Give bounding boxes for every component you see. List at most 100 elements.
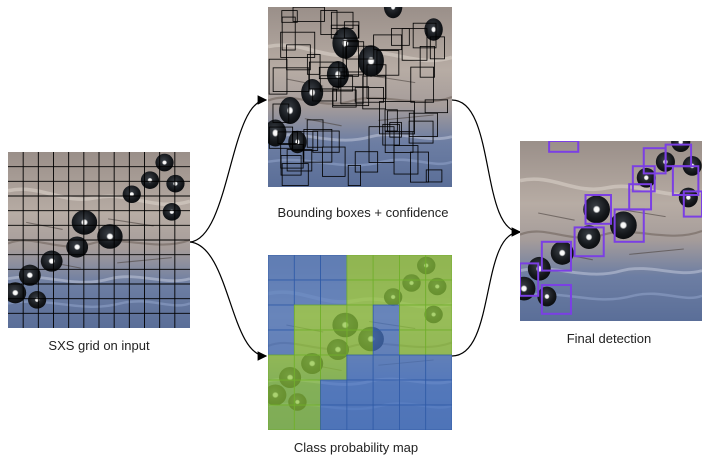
class-cell-green <box>293 354 321 381</box>
candidate-box <box>401 28 428 61</box>
candidate-box <box>412 22 437 49</box>
class-cell-blue <box>346 379 374 406</box>
candidate-box <box>312 130 340 153</box>
sxs-grid-overlay <box>8 152 190 328</box>
class-cell-green <box>399 304 427 331</box>
arrow-boxes-to-final <box>451 99 522 237</box>
class-cell-blue <box>399 354 427 381</box>
candidate-bounding-boxes <box>268 7 448 186</box>
class-cell-green <box>320 329 348 356</box>
candidate-box <box>368 126 395 163</box>
class-cell-green <box>372 255 400 281</box>
candidate-box <box>320 10 338 35</box>
class-cell-blue <box>346 354 374 381</box>
candidate-box <box>280 31 316 58</box>
candidate-box <box>384 131 414 153</box>
class-cell-green <box>293 404 321 430</box>
final-detection-caption: Final detection <box>566 331 652 346</box>
candidate-box <box>322 146 346 177</box>
class-cell-blue <box>346 404 374 430</box>
final-detection-boxes <box>520 141 702 315</box>
class-cell-green <box>346 304 374 331</box>
class-cell-green <box>268 404 295 430</box>
class-cell-green <box>425 279 452 306</box>
bounding-boxes-panel <box>268 7 452 187</box>
class-cell-blue <box>399 379 427 406</box>
candidate-box <box>268 58 288 95</box>
class-probability-cells <box>268 255 452 430</box>
class-cell-green <box>399 329 427 356</box>
candidate-box <box>292 7 325 22</box>
arrow-classmap-to-final <box>451 231 521 357</box>
class-cell-green <box>268 354 295 381</box>
class-cell-blue <box>320 255 348 281</box>
class-cell-green <box>293 379 321 406</box>
class-cell-green <box>293 304 321 331</box>
class-cell-blue <box>425 379 452 406</box>
candidate-box <box>366 64 387 99</box>
candidate-box <box>272 103 290 123</box>
class-cell-green <box>399 279 427 306</box>
class-cell-blue <box>372 404 400 430</box>
candidate-box <box>268 126 294 149</box>
candidate-box <box>280 155 302 176</box>
candidate-box <box>345 45 375 60</box>
candidate-box <box>281 10 298 23</box>
candidate-box <box>379 101 415 135</box>
class-cell-green <box>293 329 321 356</box>
class-cell-blue <box>320 404 348 430</box>
bounding-boxes-caption: Bounding boxes + confidence <box>277 205 449 220</box>
class-cell-blue <box>293 279 321 306</box>
candidate-box <box>346 41 365 76</box>
candidate-box <box>354 151 379 173</box>
class-cell-blue <box>425 354 452 381</box>
candidate-box <box>277 131 298 144</box>
class-cell-green <box>268 379 295 406</box>
candidate-box <box>281 16 296 51</box>
class-cell-green <box>425 304 452 331</box>
candidate-box <box>410 151 429 183</box>
class-cell-blue <box>320 279 348 306</box>
class-cell-green <box>425 255 452 281</box>
candidate-box <box>319 75 354 92</box>
candidate-box <box>410 66 435 103</box>
candidate-box <box>376 50 400 76</box>
candidate-box <box>306 54 321 75</box>
class-cell-green <box>399 255 427 281</box>
class-cell-blue <box>372 329 400 356</box>
candidate-box <box>281 163 309 186</box>
candidate-box <box>391 28 410 46</box>
candidate-box <box>331 11 354 30</box>
candidate-box <box>272 67 310 93</box>
input-grid-panel <box>8 152 190 328</box>
candidate-box <box>425 169 443 183</box>
class-cell-blue <box>268 279 295 306</box>
candidate-box <box>382 123 400 146</box>
arrow-input-to-boxes <box>189 95 268 243</box>
class-cell-blue <box>320 379 348 406</box>
candidate-box <box>384 109 398 132</box>
candidate-box <box>306 119 324 148</box>
class-cell-blue <box>372 379 400 406</box>
candidate-box <box>318 66 346 80</box>
class-cell-blue <box>268 304 295 331</box>
class-probability-panel <box>268 255 452 430</box>
class-cell-blue <box>399 404 427 430</box>
class-cell-blue <box>268 329 295 356</box>
candidate-box <box>347 164 361 186</box>
class-cell-blue <box>372 354 400 381</box>
input-grid-caption: SXS grid on input <box>48 338 150 353</box>
candidate-box <box>303 128 333 163</box>
class-cell-green <box>320 304 348 331</box>
class-cell-blue <box>268 255 295 281</box>
candidate-box <box>373 34 402 51</box>
candidate-box <box>408 120 434 144</box>
candidate-box <box>332 89 357 108</box>
arrow-input-to-classmap <box>189 241 268 361</box>
candidate-box <box>286 149 313 172</box>
candidate-box <box>354 87 384 103</box>
class-cell-green <box>346 329 374 356</box>
candidate-box <box>424 99 448 114</box>
class-cell-green <box>346 255 374 281</box>
